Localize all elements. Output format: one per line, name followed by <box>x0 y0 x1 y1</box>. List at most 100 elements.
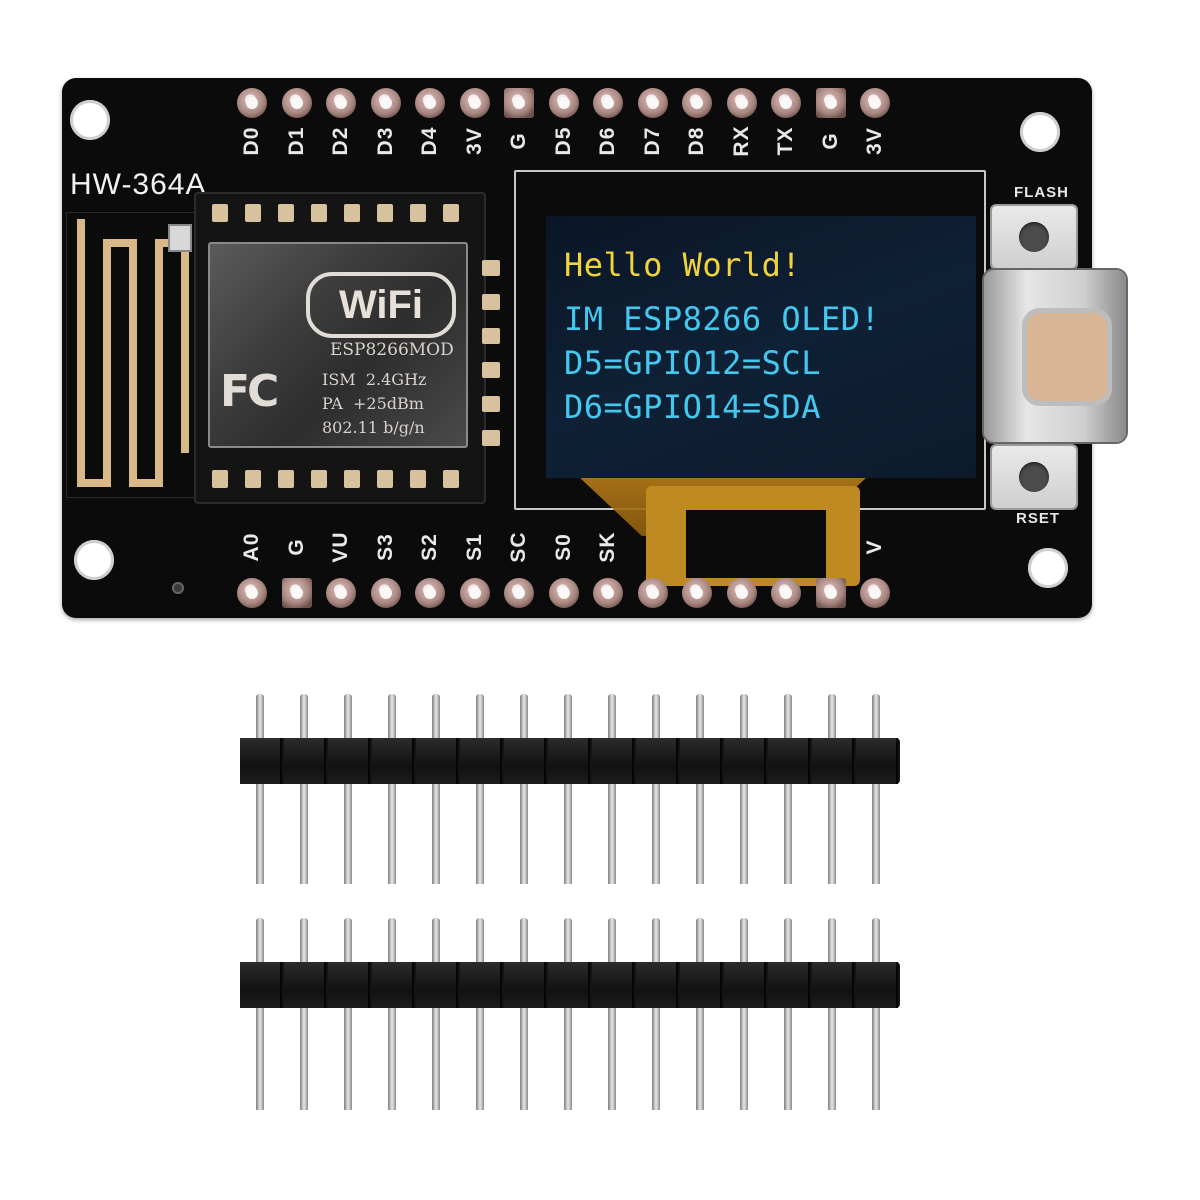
module-pad <box>344 470 360 488</box>
header-housing-segment <box>284 962 326 1008</box>
module-pad <box>482 396 500 412</box>
header-housing-segment <box>856 738 898 784</box>
header-pin-bottom <box>520 1008 528 1110</box>
header-pin-bottom <box>828 1008 836 1110</box>
bottom-pin-label: S3 <box>373 533 397 561</box>
flash-button[interactable] <box>992 206 1076 268</box>
top-pin-label: D3 <box>373 126 397 156</box>
module-pad <box>377 204 393 222</box>
header-housing-segment <box>328 962 370 1008</box>
bottom-pin <box>726 578 757 608</box>
oled-display: Hello World! IM ESP8266 OLED! D5=GPIO12=… <box>546 216 976 478</box>
header-pin-top <box>872 694 880 738</box>
via <box>172 582 184 594</box>
top-pin-label: D6 <box>596 126 619 156</box>
header-pin-bottom <box>344 784 352 884</box>
top-pin <box>860 88 890 118</box>
pin-hole <box>602 587 614 599</box>
top-pin <box>237 88 267 118</box>
top-pin-label: D1 <box>284 126 308 156</box>
header-pin-top <box>696 918 704 962</box>
header-housing-segment <box>548 962 590 1008</box>
top-pin <box>370 88 401 118</box>
reset-button[interactable] <box>992 446 1076 508</box>
bottom-pin-label: V <box>863 539 886 555</box>
header-housing-segment <box>724 962 766 1008</box>
header-pin-bottom <box>872 1008 880 1110</box>
top-pin-label: D8 <box>685 126 708 156</box>
header-housing-segment <box>636 962 678 1008</box>
header-pin-top <box>256 918 264 962</box>
pin-hole <box>424 97 436 109</box>
module-pad <box>410 204 426 222</box>
pin-hole <box>513 587 525 599</box>
header-pin-bottom <box>388 1008 396 1110</box>
header-housing-segment <box>812 738 854 784</box>
header-housing-segment <box>284 738 326 784</box>
bottom-pin-label: SK <box>596 531 619 563</box>
module-pad <box>443 470 459 488</box>
header-pin-bottom <box>564 1008 572 1110</box>
top-pin-label: D4 <box>418 126 441 156</box>
module-pad <box>482 260 500 276</box>
header-strip <box>240 962 900 1008</box>
header-pin-bottom <box>564 784 572 884</box>
header-pin-bottom <box>696 784 704 884</box>
header-pin-top <box>476 918 484 962</box>
top-pin-label: 3V <box>863 127 886 155</box>
header-pin-bottom <box>256 1008 264 1110</box>
header-pin-bottom <box>608 1008 616 1110</box>
top-pin <box>637 88 668 118</box>
usb-c-connector <box>984 270 1126 442</box>
header-pin-top <box>784 694 792 738</box>
pin-hole <box>557 587 570 599</box>
pcb-antenna <box>66 212 200 498</box>
top-pin-label: D7 <box>640 126 664 156</box>
pin-hole <box>735 587 748 599</box>
header-pin-bottom <box>432 784 440 884</box>
bottom-pin-label: SC <box>507 531 530 563</box>
module-pad <box>482 430 500 446</box>
header-pin-bottom <box>300 784 308 884</box>
pin-hole <box>335 97 347 109</box>
esp8266-module: WiFi ESP8266MOD FC ISM 2.4GHz PA +25dBm … <box>194 192 500 504</box>
bottom-pin <box>815 578 846 608</box>
pin-hole <box>246 587 258 599</box>
header-pin-top <box>344 694 352 738</box>
pin-hole <box>290 587 303 599</box>
module-pad <box>245 470 261 488</box>
header-pin-top <box>300 694 308 738</box>
pin-hole <box>869 587 881 599</box>
pin-hole <box>335 587 347 599</box>
bottom-pin <box>459 578 490 608</box>
bottom-pin <box>281 578 312 608</box>
top-pin-label: G <box>507 132 530 150</box>
module-pad <box>443 204 459 222</box>
reset-button-label: RSET <box>1016 510 1061 527</box>
pin-hole <box>691 97 703 109</box>
pin-hole <box>379 97 392 109</box>
oled-line-2: IM ESP8266 OLED! <box>564 300 881 338</box>
pin-hole <box>780 587 792 599</box>
top-pin <box>815 88 846 118</box>
header-housing-segment <box>680 962 722 1008</box>
oled-line-4: D6=GPIO14=SDA <box>564 388 821 426</box>
header-housing-segment <box>592 962 634 1008</box>
bottom-pin <box>504 578 534 608</box>
mount-hole-bottom-left <box>74 540 114 580</box>
top-pin <box>504 88 534 118</box>
bottom-pin-label: S0 <box>551 533 575 561</box>
header-pin-top <box>828 918 836 962</box>
wifi-logo: WiFi <box>306 272 456 338</box>
header-pin-bottom <box>740 1008 748 1110</box>
header-pin-top <box>564 918 572 962</box>
module-power: PA +25dBm <box>322 394 424 413</box>
bottom-pin-label: S2 <box>418 533 441 561</box>
header-pin-top <box>564 694 572 738</box>
module-pad <box>482 362 500 378</box>
header-housing-segment <box>240 962 282 1008</box>
pin-hole <box>824 587 837 599</box>
header-pin-bottom <box>300 1008 308 1110</box>
header-housing-segment <box>768 738 810 784</box>
pin-hole <box>691 587 703 599</box>
